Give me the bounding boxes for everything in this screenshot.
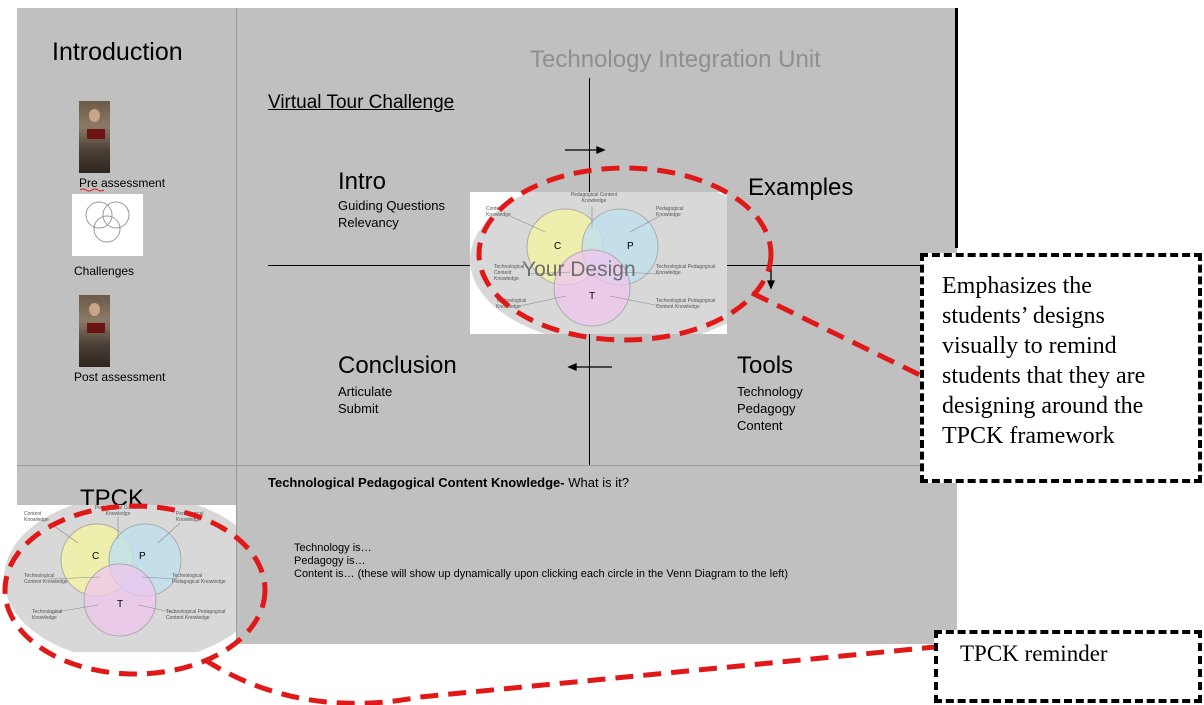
examples-title[interactable]: Examples xyxy=(748,174,854,201)
tpck-heading-question: What is it? xyxy=(564,475,629,490)
venn-label-pk: Pedagogical Knowledge xyxy=(656,206,684,218)
post-assessment-label[interactable]: Post assessment xyxy=(74,370,166,384)
tools-line-technology: Technology xyxy=(737,384,803,399)
reminder-callout-text: TPCK reminder xyxy=(960,641,1108,666)
tpck-venn-p-letter: P xyxy=(139,551,146,562)
tpck-venn-label-pck: Pedagogical Content Knowledge xyxy=(94,505,142,517)
pre-assessment-label[interactable]: Pre assessment xyxy=(79,176,166,190)
bottom-section-divider xyxy=(17,465,957,466)
venn-p-letter: P xyxy=(627,241,634,252)
tools-line-content: Content xyxy=(737,418,783,433)
virtual-tour-subtitle: Virtual Tour Challenge xyxy=(268,92,455,113)
content-is-line: Content is… (these will show up dynamica… xyxy=(294,568,789,580)
venn-c-letter: C xyxy=(554,241,562,252)
conclusion-line-submit: Submit xyxy=(338,401,379,416)
venn-label-tpk: Technological Pedagogical Knowledge xyxy=(656,264,716,276)
tpck-venn-label-tpk: Technological Pedagogical Knowledge xyxy=(172,573,226,585)
challenges-label[interactable]: Challenges xyxy=(74,264,135,278)
pre-assessment-photo[interactable] xyxy=(79,101,110,173)
pedagogy-is-line: Pedagogy is… xyxy=(294,555,366,567)
tpck-heading-bold: Technological Pedagogical Content Knowle… xyxy=(268,475,565,490)
conclusion-line-articulate: Articulate xyxy=(338,384,393,399)
tpck-venn-label-ck: Content Knowledge xyxy=(24,511,49,523)
post-assessment-photo[interactable] xyxy=(79,295,110,367)
unit-header: Technology Integration Unit xyxy=(530,46,821,73)
introduction-title: Introduction xyxy=(52,38,183,66)
tpck-venn-label-tpack: Technological Pedagogical Content Knowle… xyxy=(166,609,226,621)
tools-title[interactable]: Tools xyxy=(737,352,794,379)
venn-label-ck: Content Knowledge xyxy=(486,206,511,218)
reminder-callout: TPCK reminder xyxy=(934,630,1202,703)
emphasis-callout: Emphasizes the students’ designs visuall… xyxy=(920,253,1202,483)
your-design-label: Your Design xyxy=(522,258,636,281)
tools-line-pedagogy: Pedagogy xyxy=(737,401,796,416)
conclusion-title[interactable]: Conclusion xyxy=(338,352,457,379)
sidebar-divider xyxy=(236,8,237,644)
tpck-venn-t-letter: T xyxy=(117,599,124,610)
venn-label-pck: Pedagogical Content Knowledge xyxy=(570,192,618,204)
venn-label-tpack: Technological Pedagogical Content Knowle… xyxy=(656,298,716,310)
intro-line-relevancy: Relevancy xyxy=(338,215,399,230)
slide-right-edge xyxy=(955,8,958,248)
intro-title[interactable]: Intro xyxy=(338,168,387,195)
tpck-venn-diagram[interactable]: C P T Pedagogical Content Knowledge Peda… xyxy=(0,505,236,652)
pre-assessment-underline xyxy=(80,188,104,192)
venn-label-tk: Technological Knowledge xyxy=(496,298,527,310)
tpck-venn-label-tck: Technological Content Knowledge xyxy=(24,573,68,585)
emphasis-callout-text: Emphasizes the students’ designs visuall… xyxy=(942,273,1146,449)
tpck-venn-c-letter: C xyxy=(92,551,100,562)
tpck-venn-label-tk: Technological Knowledge xyxy=(32,609,63,621)
challenges-venn-icon xyxy=(85,201,130,243)
reminder-connector xyxy=(203,644,936,705)
intro-line-guiding-questions: Guiding Questions xyxy=(338,198,445,213)
tpck-venn-label-pk: Pedagogical Knowledge xyxy=(176,511,204,523)
tpck-heading: Technological Pedagogical Content Knowle… xyxy=(268,475,629,490)
venn-t-letter: T xyxy=(589,291,596,302)
technology-is-line: Technology is… xyxy=(294,542,372,554)
challenges-venn-thumbnail[interactable] xyxy=(72,194,143,256)
your-design-diagram[interactable]: C P T Pedagogical Content Knowledge Peda… xyxy=(470,192,727,334)
